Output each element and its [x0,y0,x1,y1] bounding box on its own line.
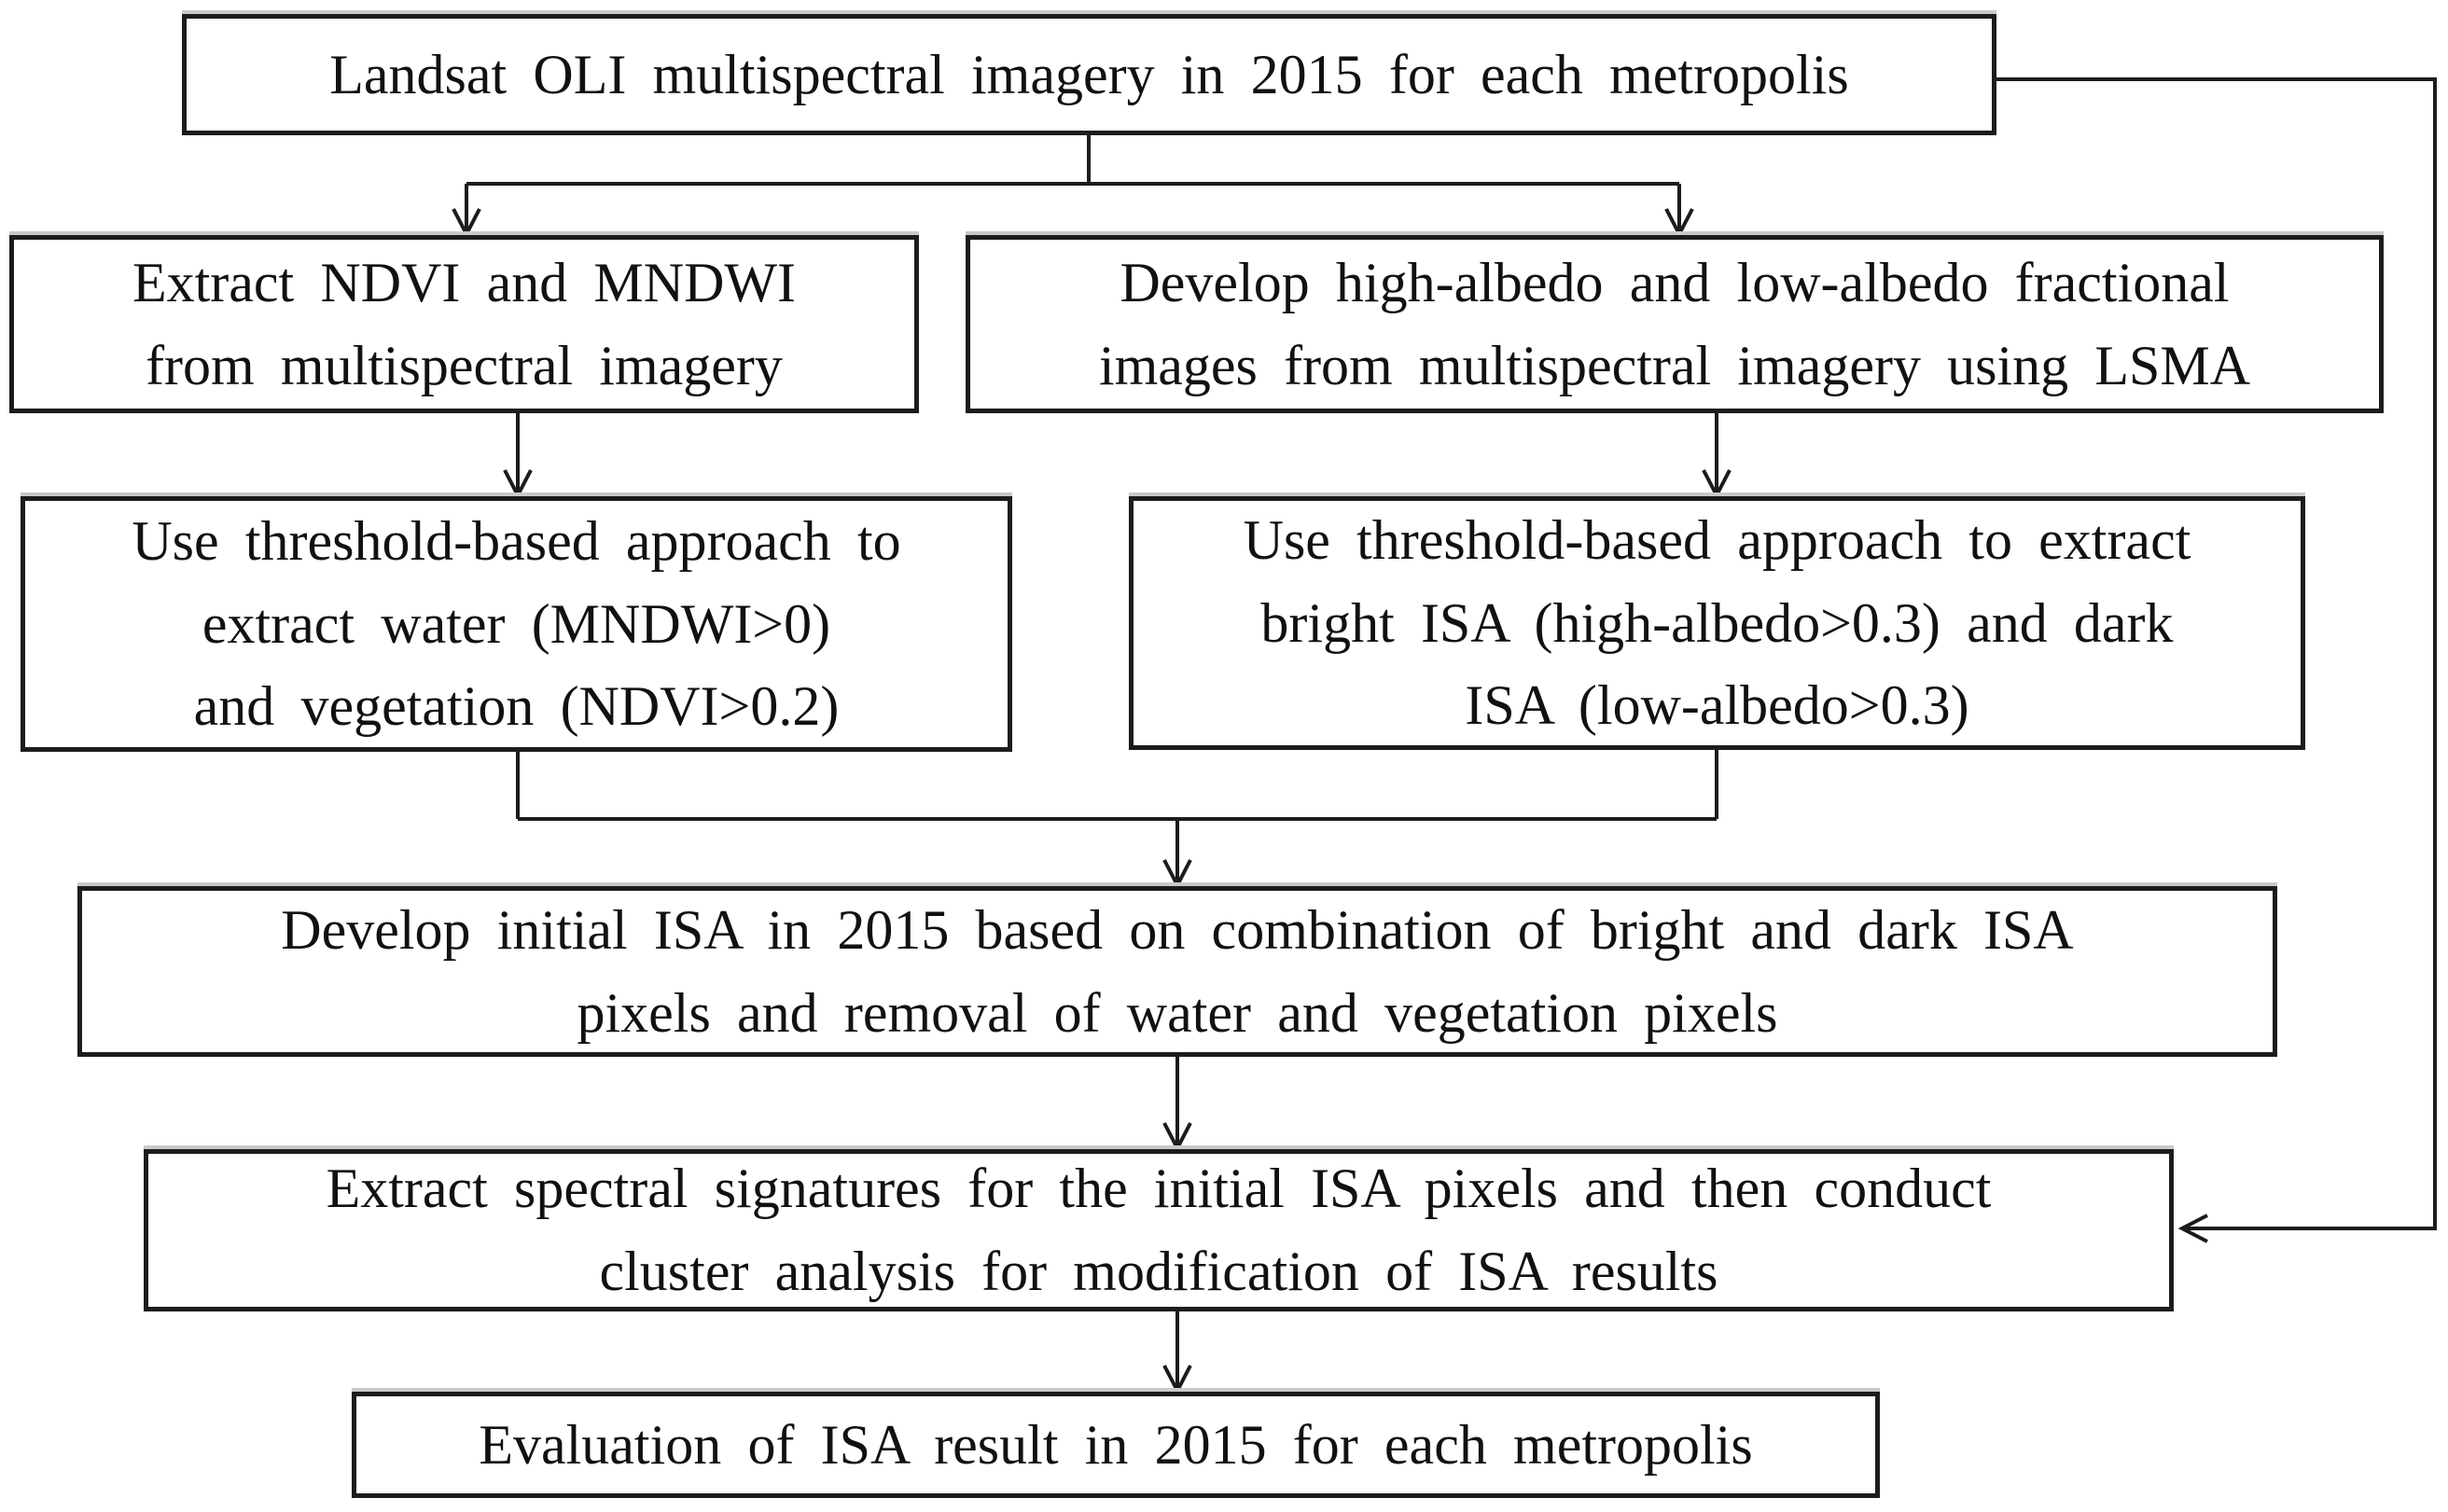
node-develop-initial-isa-label: Develop initial ISA in 2015 based on com… [281,898,2074,1044]
node-spectral-signatures-cluster-label: Extract spectral signatures for the init… [326,1158,1992,1302]
split-line-landsat [466,135,1679,186]
merge-line-thresholds [516,748,1718,821]
node-develop-albedo-fractions: Develop high-albedo and low-albedo fract… [966,235,2384,413]
node-threshold-bright-dark-isa: Use threshold-based approach to extract … [1129,496,2305,750]
node-threshold-bright-dark-isa-label: Use threshold-based approach to extract … [1243,508,2191,737]
node-develop-albedo-fractions-label: Develop high-albedo and low-albedo fract… [1098,251,2251,396]
node-extract-ndvi-mndwi-label: Extract NDVI and MNDWI from multispectra… [132,251,797,396]
node-landsat-imagery-label: Landsat OLI multispectral imagery in 201… [329,43,1849,105]
node-evaluation-isa-result-label: Evaluation of ISA result in 2015 for eac… [479,1413,1753,1476]
node-landsat-imagery: Landsat OLI multispectral imagery in 201… [182,14,1996,135]
node-threshold-water-vegetation-label: Use threshold-based approach to extract … [132,509,901,738]
node-spectral-signatures-cluster: Extract spectral signatures for the init… [144,1149,2174,1311]
node-develop-initial-isa: Develop initial ISA in 2015 based on com… [77,886,2277,1057]
node-threshold-water-vegetation: Use threshold-based approach to extract … [21,496,1012,752]
node-evaluation-isa-result: Evaluation of ISA result in 2015 for eac… [352,1392,1880,1498]
node-extract-ndvi-mndwi: Extract NDVI and MNDWI from multispectra… [9,235,919,413]
